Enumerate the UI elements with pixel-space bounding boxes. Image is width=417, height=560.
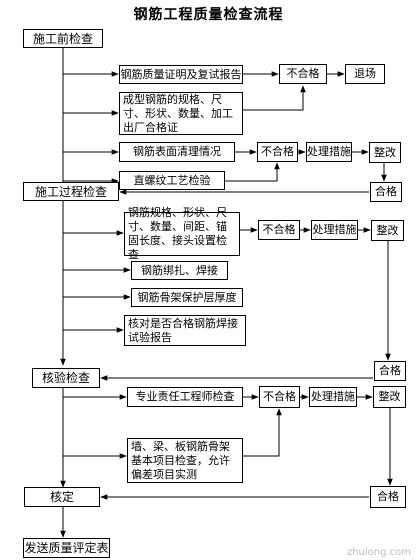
- rectify-node-3: 整改: [373, 386, 406, 408]
- pass-node-1: 合格: [370, 182, 402, 202]
- measure-node-2: 处理措施: [311, 220, 358, 240]
- pass-node-3: 合格: [370, 486, 406, 508]
- page-title: 钢筋工程质量检查流程: [133, 7, 284, 23]
- thread-test-node: 直螺纹工艺检验: [119, 171, 225, 190]
- arrow-formed-to-fail1: [243, 85, 306, 111]
- rebar-spec-node: 钢筋规格、形状、尺寸、数量、间距、锚固长度、接头设置检查: [124, 206, 240, 261]
- formed-rebar-node: 成型钢筋的规格、尺寸、形状、数量、加工出厂合格证: [119, 92, 243, 135]
- engineer-check-node: 专业责任工程师检查: [127, 387, 243, 407]
- binding-node: 钢筋绑扎、焊接: [131, 261, 228, 280]
- measure-node-3: 处理措施: [309, 387, 357, 407]
- watermark: zhulong.com: [346, 547, 411, 558]
- rectify-node-2: 整改: [371, 220, 404, 241]
- fail-node-3: 不合格: [258, 220, 300, 240]
- pass-node-2: 合格: [374, 361, 406, 381]
- fail-node-2: 不合格: [257, 142, 298, 162]
- weld-report-node: 核对是否合格钢筋焊接试验报告: [124, 315, 246, 346]
- verify-node: 核验检查: [32, 368, 100, 388]
- measure-node-1: 处理措施: [306, 142, 352, 162]
- items-check-node: 墙、梁、板钢筋骨架基本项目检查，允许偏差项目实测: [127, 438, 243, 483]
- confirm-node: 核定: [24, 487, 100, 507]
- exit-node: 退场: [345, 64, 385, 84]
- rectify-node-1: 整改: [369, 142, 401, 163]
- arrow-items-to-fail4: [243, 408, 282, 457]
- rebar-cert-node: 钢筋质量证明及复试报告: [119, 65, 243, 84]
- surface-clean-node: 钢筋表面清理情况: [119, 142, 235, 162]
- submit-node: 发送质量评定表: [23, 538, 110, 558]
- fail-node-1: 不合格: [279, 64, 327, 84]
- cover-node: 钢筋骨架保护层厚度: [131, 288, 243, 307]
- pre-inspection-node: 施工前检查: [23, 29, 103, 48]
- fail-node-4: 不合格: [259, 386, 300, 408]
- arrow-thread-to-fail2: [225, 162, 280, 182]
- in-process-node: 施工过程检查: [23, 182, 119, 201]
